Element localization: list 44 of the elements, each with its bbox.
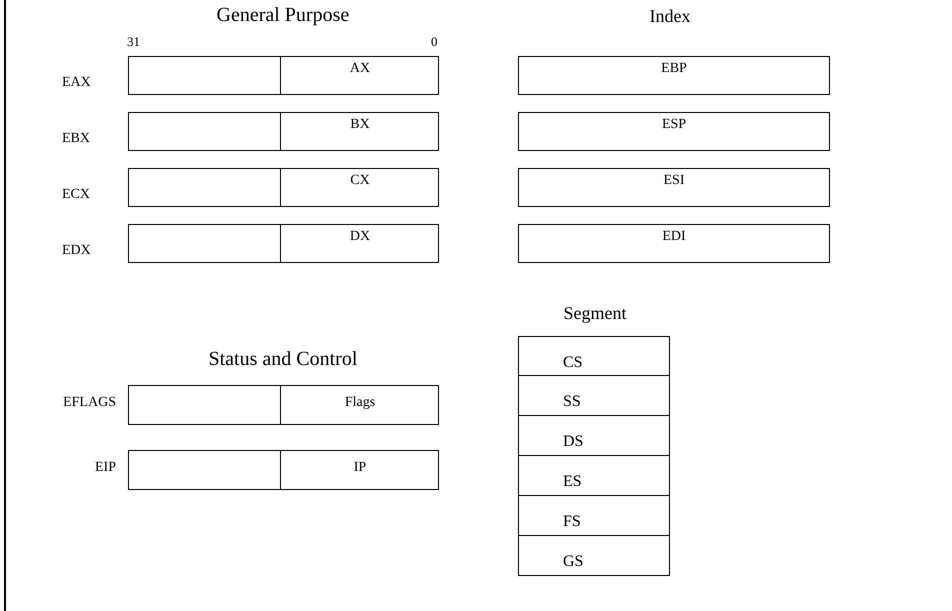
register-box bbox=[518, 376, 670, 416]
register-name: FS bbox=[563, 513, 581, 531]
register-box bbox=[518, 416, 670, 456]
register-label: EDX bbox=[62, 243, 91, 259]
register-box bbox=[128, 56, 439, 95]
register-label: EFLAGS bbox=[63, 395, 116, 411]
register-name: CX bbox=[349, 173, 371, 189]
register-name: ES bbox=[563, 473, 582, 491]
group-heading: Segment bbox=[564, 303, 626, 324]
group-heading: Index bbox=[650, 6, 690, 27]
register-name: ESI bbox=[662, 173, 686, 189]
register-name: AX bbox=[348, 61, 372, 77]
register-box bbox=[128, 385, 439, 425]
register-name: SS bbox=[563, 393, 581, 411]
register-name: GS bbox=[563, 553, 584, 571]
register-box bbox=[518, 496, 670, 536]
register-name: ESP bbox=[660, 117, 688, 133]
register-name: EBP bbox=[660, 61, 688, 77]
register-label: EIP bbox=[95, 460, 116, 476]
register-name: DS bbox=[563, 433, 584, 451]
register-label: EBX bbox=[62, 131, 90, 147]
register-box bbox=[128, 168, 439, 207]
register-box bbox=[518, 456, 670, 496]
register-box bbox=[518, 56, 830, 95]
bit-number: 31 bbox=[127, 34, 140, 50]
register-label: EAX bbox=[62, 75, 91, 91]
register-name: DX bbox=[348, 229, 372, 245]
register-label: ECX bbox=[62, 187, 90, 203]
register-box bbox=[518, 336, 670, 376]
register-name: IP bbox=[352, 460, 368, 476]
group-heading: Status and Control bbox=[208, 348, 358, 371]
register-box bbox=[518, 224, 830, 263]
register-box bbox=[128, 450, 439, 490]
group-heading: General Purpose bbox=[216, 4, 350, 27]
register-name: EDI bbox=[661, 229, 687, 245]
register-name: BX bbox=[349, 117, 371, 133]
register-name: Flags bbox=[344, 395, 376, 411]
register-box bbox=[518, 112, 830, 151]
register-box bbox=[128, 224, 439, 263]
register-box bbox=[518, 536, 670, 576]
register-box bbox=[518, 168, 830, 207]
register-box bbox=[128, 112, 439, 151]
bit-number: 0 bbox=[431, 34, 438, 50]
register-name: CS bbox=[563, 354, 583, 372]
